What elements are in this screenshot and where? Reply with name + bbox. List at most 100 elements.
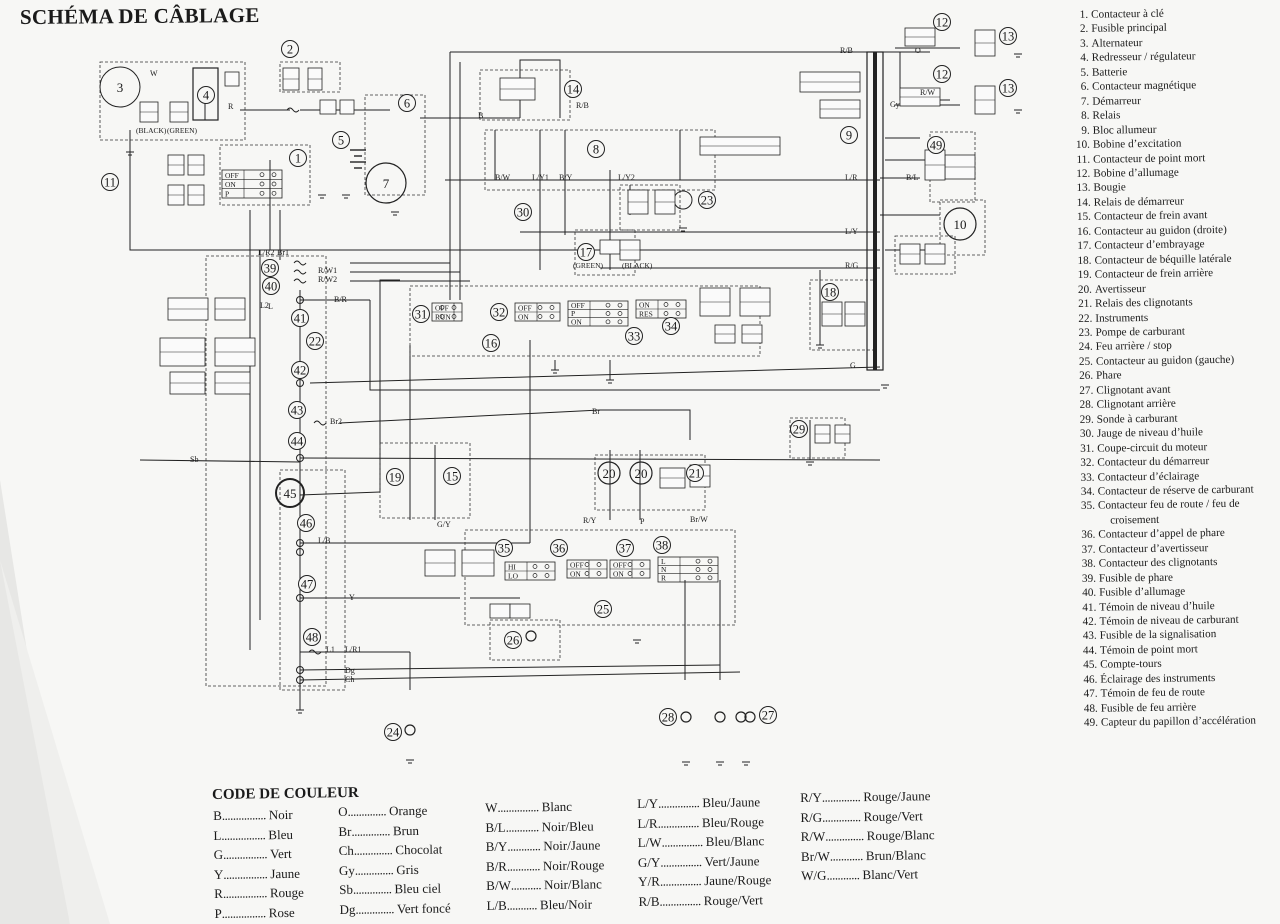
color-code-code: B/R [485,858,508,874]
callout-number: 26 [507,634,520,648]
lamp-symbol [680,711,692,723]
component-callout: 14 [564,80,582,98]
color-code-row: B/W...........Noir/Blanc [486,875,605,896]
callout-number: 24 [387,726,400,740]
switch-contact [584,562,590,567]
callout-circle [625,327,643,345]
component-callout: 17 [577,243,595,261]
wire-color-label: L [268,302,273,311]
wire-color-label: Br/W [690,515,708,524]
legend-number: 35. [1080,500,1096,513]
switch-contact [605,302,611,308]
wire-color-label: Br [592,407,600,416]
switch-contact [537,305,543,310]
callout-number: 41 [294,312,307,326]
switch-contact [627,571,633,576]
color-code-name: Noir/Bleu [541,818,594,834]
wire-color-label: B/W [495,173,511,182]
callout-number: 18 [824,286,837,300]
legend-label: Contacteur feu de route / feu de [1097,498,1240,513]
ground-symbol [406,759,414,764]
legend-label: Relais de démarreur [1093,195,1184,209]
callout-circle [384,723,402,741]
legend-label: Contacteur à clé [1091,7,1164,21]
component-callout: 23 [698,191,716,209]
ground-symbol [342,194,350,199]
component-callout: 13 [999,27,1017,45]
component-callout: 20 [603,466,616,481]
legend-number: 6. [1080,81,1090,94]
switch-position-label: LO [508,572,519,581]
connector-symbol [599,239,621,255]
switch-contact [617,302,623,308]
switch-contact [707,567,713,572]
switch-contact [695,558,701,564]
callout-circle [298,575,316,593]
legend-number: 40. [1082,586,1097,600]
color-code-dots: ............ [826,867,860,884]
color-code-dots: ........... [506,897,538,913]
color-code-code: Gy [338,862,355,878]
alternator-symbol [99,66,141,108]
callout-number: 25 [597,603,610,617]
color-code-code: O [338,803,348,819]
color-code-code: G/Y [637,854,661,870]
color-code-name: Vert/Jaune [704,853,760,869]
indicator-lamp [296,454,304,462]
legend-label: Contacteur d’éclairage [1097,469,1200,484]
indicator-lamp [296,594,304,602]
legend-label: Fusible principal [1091,22,1167,36]
callout-number: 13 [1002,82,1015,96]
color-code-dots: .............. [821,789,861,805]
color-code-title: CODE DE COULEUR [212,784,359,803]
legend-number: 28. [1079,398,1094,412]
color-code-row: Br..............Brun [338,820,449,841]
switch-contact [596,571,602,576]
connector-color-label: (BLACK) [136,126,167,135]
callout-circle [933,13,951,31]
ground-symbol [679,227,687,232]
legend-label: croisement [1110,513,1160,527]
fuse-symbol [286,107,300,113]
color-code-name: Bleu [268,826,294,842]
callout-circle [821,283,839,301]
ground-symbol [1014,53,1022,58]
callout-number: 27 [762,709,775,723]
color-code-name: Noir [268,806,293,823]
color-code-code: L/R [637,815,658,831]
wire [129,230,880,251]
legend-number: 33. [1080,471,1095,484]
switch-position-label: OFF [435,304,449,313]
legend-number: 39. [1081,572,1097,585]
switch-position-label: ON [613,570,624,579]
color-code-dots: ............ [505,818,539,835]
callout-number: 42 [294,364,307,378]
lamp-symbol [597,461,621,485]
callout-number: 35 [498,542,511,556]
color-code-code: B [213,807,222,823]
wire-color-label: R/W1 [318,266,337,275]
callout-number: 40 [265,280,278,294]
component-callout: 20 [635,466,648,481]
color-code-name: Rouge/Vert [863,807,923,824]
wire-color-label: Gy [890,100,900,109]
legend-number: 31. [1080,442,1095,455]
component-callout: 5 [332,131,350,149]
color-code-row: G................Vert [214,844,304,865]
component-callout: 46 [297,514,315,532]
ground-symbol [633,639,641,644]
callout-circle [840,126,858,144]
legend-label: Relais des clignotants [1095,296,1193,310]
connector-symbol [489,603,511,619]
switch-table [657,556,719,583]
color-code-row: Br/W............Brun/Blanc [801,845,935,866]
callout-circle [101,173,119,191]
wire-color-label: L/B [318,536,330,545]
component-callout: 19 [386,468,404,486]
switch-contact [707,575,713,581]
legend-number: 9. [1081,124,1090,137]
connector-color-label: (GREEN) [573,261,603,270]
callout-circle [291,309,309,327]
